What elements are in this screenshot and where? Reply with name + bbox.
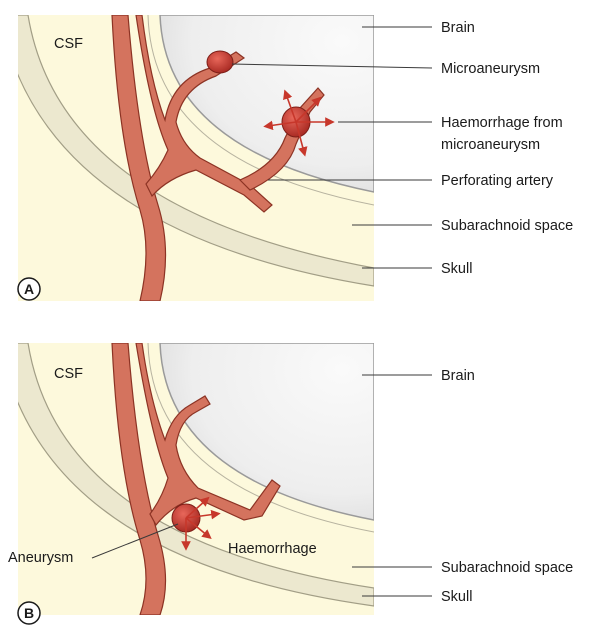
label-subarachnoid-a: Subarachnoid space [441, 218, 573, 234]
svg-text:B: B [24, 605, 34, 621]
label-haemorrhage-line1: Haemorrhage from [441, 115, 563, 131]
csf-label-b: CSF [54, 366, 83, 382]
svg-text:A: A [24, 281, 34, 297]
csf-label-a: CSF [54, 36, 83, 52]
label-perforating-artery: Perforating artery [441, 173, 554, 189]
panel-b [0, 343, 374, 615]
label-subarachnoid-b: Subarachnoid space [441, 560, 573, 576]
panel-a-letter: A [18, 278, 40, 300]
panel-b-letter: B [18, 602, 40, 624]
label-aneurysm: Aneurysm [8, 550, 73, 566]
label-skull-a: Skull [441, 261, 472, 277]
label-brain-a: Brain [441, 20, 475, 36]
panel-a [0, 15, 374, 301]
label-haemorrhage-b: Haemorrhage [228, 541, 317, 557]
microaneurysm-sac [207, 51, 233, 73]
label-brain-b: Brain [441, 368, 475, 384]
label-skull-b: Skull [441, 589, 472, 605]
label-microaneurysm: Microaneurysm [441, 61, 540, 77]
label-haemorrhage-line2: microaneurysm [441, 137, 540, 153]
